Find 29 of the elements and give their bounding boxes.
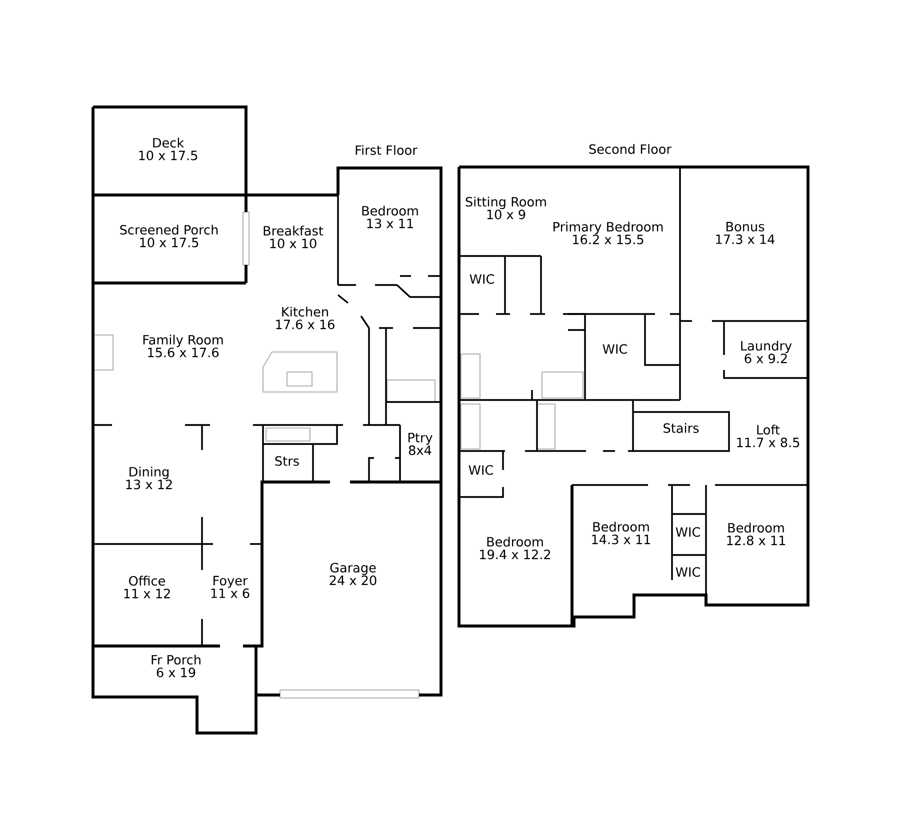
room-label: Kitchen 17.6 x 16 [276, 306, 334, 330]
room-label: Bedroom 13 x 11 [362, 206, 418, 228]
room-label: WIC [468, 465, 493, 475]
room-label: Bedroom 19.4 x 12.2 [480, 536, 550, 560]
room-label: Loft 11.7 x 8.5 [737, 424, 800, 448]
room-label: Sitting Room 10 x 9 [466, 196, 546, 220]
room-label: Foyer 11 x 6 [211, 576, 250, 598]
room-label: Strs [275, 456, 299, 466]
room-label: Primary Bedroom 16.2 x 15.5 [554, 222, 663, 244]
room-label: Bedroom 14.3 x 11 [592, 522, 650, 544]
room-label: Bonus 17.3 x 14 [716, 222, 775, 244]
room-label: Bedroom 12.8 x 11 [727, 522, 786, 546]
room-label: WIC [676, 527, 700, 537]
room-label: WIC [602, 344, 627, 354]
room-label: Ptry 8x4 [408, 432, 432, 456]
room-label: Breakfast 10 x 10 [264, 226, 324, 248]
room-label: Garage 24 x 20 [330, 562, 376, 586]
floor-title: First Floor [356, 145, 418, 155]
room-label: Fr Porch 6 x 19 [152, 654, 200, 678]
room-label: Screened Porch 10 x 17.5 [120, 224, 218, 248]
room-label: Office 11 x 12 [124, 576, 170, 598]
room-label: WIC [470, 274, 494, 284]
room-label: WIC [676, 567, 700, 577]
room-label: Deck 10 x 17.5 [139, 138, 198, 160]
room-label: Dining 13 x 12 [126, 466, 172, 490]
room-label: Laundry 6 x 9.2 [741, 340, 792, 364]
room-label: Stairs [664, 423, 699, 433]
floor-title: Second Floor [589, 144, 672, 154]
room-label: Family Room 15.6 x 17.6 [143, 334, 223, 358]
